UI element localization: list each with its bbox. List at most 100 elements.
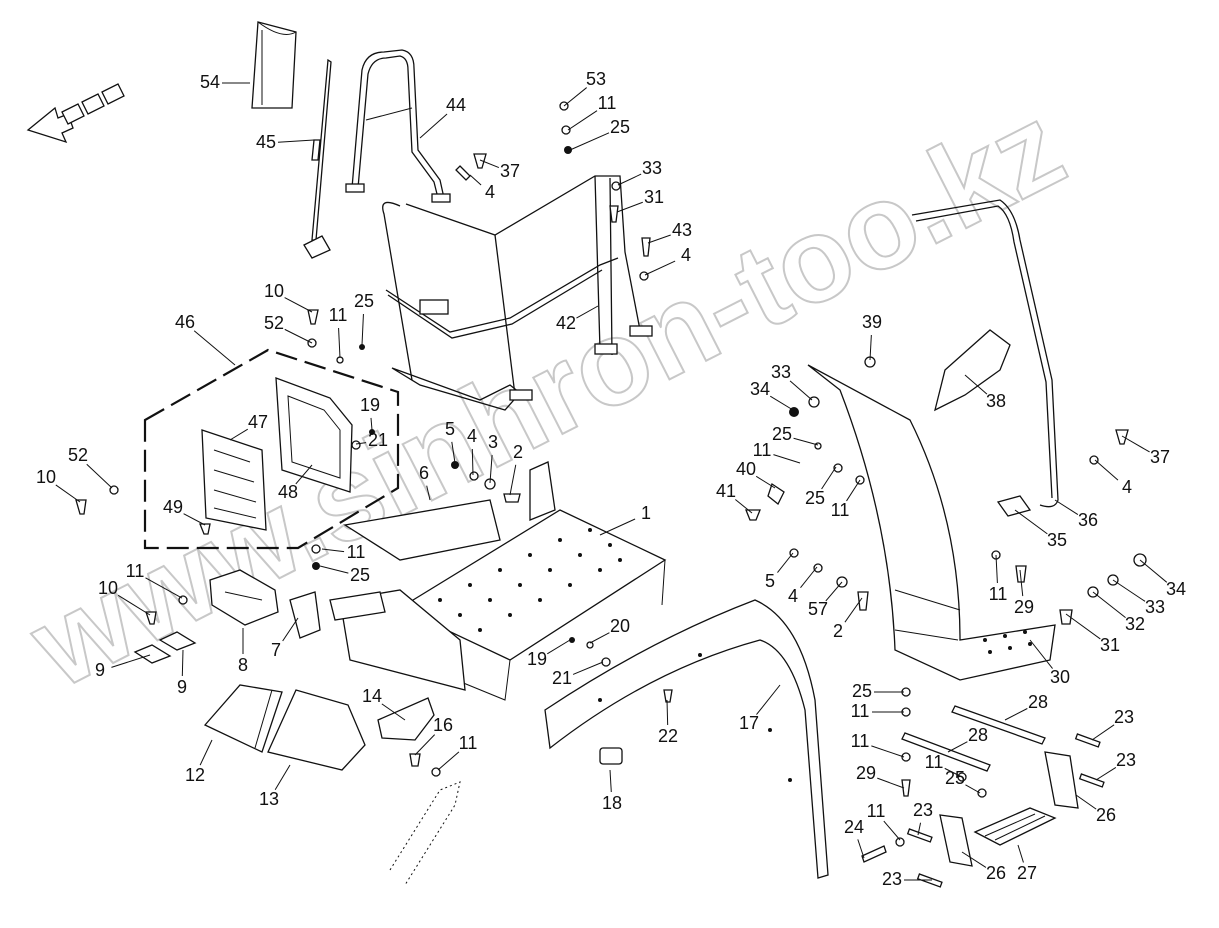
leader-c11e	[437, 751, 460, 771]
callout-c20: 20	[610, 616, 630, 636]
leader-c27	[1017, 844, 1024, 863]
callout-c38: 38	[986, 391, 1006, 411]
leader-c33a	[617, 173, 642, 186]
leader-c21b	[572, 661, 604, 675]
part-42-railing	[382, 175, 653, 411]
leader-c19b	[547, 639, 571, 655]
callout-c11i: 11	[851, 701, 870, 721]
leader-c25a	[569, 132, 610, 151]
leader-c38	[964, 374, 988, 395]
callout-c9a: 9	[95, 660, 105, 680]
callout-c34b: 34	[1166, 579, 1186, 599]
part-27-step	[973, 807, 1057, 846]
leader-c23b	[1095, 766, 1117, 781]
callout-c25c: 25	[350, 565, 370, 585]
leader-c24	[857, 839, 865, 859]
callout-c5b: 5	[765, 571, 775, 591]
callout-c11k: 11	[925, 752, 944, 772]
leader-c10c	[117, 594, 151, 616]
leader-c11f	[773, 454, 801, 464]
callout-c21b: 21	[552, 668, 572, 688]
callout-c25d: 25	[772, 424, 792, 444]
leader-c11g	[846, 479, 861, 502]
callout-c11h: 11	[989, 584, 1008, 604]
leader-c26a	[1075, 794, 1097, 810]
leader-c42	[576, 305, 599, 319]
leader-c28b	[947, 741, 968, 753]
part-18-light	[599, 747, 623, 765]
callout-c11c: 11	[347, 542, 366, 562]
callout-c10b: 10	[36, 467, 56, 487]
leader-c17	[756, 684, 781, 715]
leader-c4c	[471, 448, 474, 476]
part-8-bracket	[209, 569, 279, 626]
part-54-cover	[251, 21, 297, 109]
callout-c53: 53	[586, 69, 606, 89]
leader-c2b	[844, 597, 863, 623]
callout-c23a: 23	[1114, 707, 1134, 727]
callout-c11f: 11	[753, 440, 772, 460]
callout-c22: 22	[658, 726, 678, 746]
part-30-step-support	[807, 364, 1056, 681]
leader-c33b	[789, 380, 813, 401]
callout-c18: 18	[602, 793, 622, 813]
leader-c11a	[567, 110, 598, 131]
callout-c23d: 23	[882, 869, 902, 889]
callout-c25f: 25	[852, 681, 872, 701]
leader-c11d	[145, 577, 183, 599]
callout-c7: 7	[271, 640, 281, 660]
part-38-bracket	[934, 329, 1011, 412]
leader-c25d	[793, 437, 819, 446]
leader-c11k	[944, 767, 963, 778]
leader-c11j	[871, 745, 905, 758]
leader-c25e	[821, 466, 837, 490]
callout-c4a: 4	[485, 182, 495, 202]
callout-c23c: 23	[913, 800, 933, 820]
part-36-grab-rail	[911, 199, 1059, 508]
leader-c11l	[883, 820, 901, 841]
leader-c47	[229, 428, 249, 441]
leader-c34a	[770, 395, 794, 411]
callout-c11l: 11	[867, 801, 886, 821]
callout-c19b: 19	[527, 649, 547, 669]
callout-c44: 44	[446, 95, 466, 115]
leader-c11c	[321, 548, 345, 553]
callout-c37a: 37	[500, 161, 520, 181]
part-35-clip	[996, 495, 1032, 517]
callout-c23b: 23	[1116, 750, 1136, 770]
callout-c25g: 25	[945, 768, 965, 788]
leader-c29a	[1019, 569, 1024, 597]
leader-c46	[193, 330, 236, 366]
leader-c52a	[284, 328, 313, 344]
callout-c11b: 11	[329, 305, 348, 325]
callout-c31b: 31	[1100, 635, 1120, 655]
callout-c2a: 2	[513, 442, 523, 462]
callout-c34a: 34	[750, 379, 770, 399]
leader-c39	[869, 334, 872, 361]
callout-c28a: 28	[1028, 692, 1048, 712]
leader-c4a	[469, 174, 482, 186]
callout-c24: 24	[844, 817, 864, 837]
direction-arrow-icon	[26, 83, 125, 144]
part-23-shims	[906, 733, 1105, 888]
part-17-fender	[544, 599, 829, 879]
callout-c33c: 33	[1145, 597, 1165, 617]
fastener-bolts	[75, 153, 1129, 863]
callout-c3: 3	[488, 432, 498, 452]
part-9-plates	[133, 631, 197, 664]
callout-c28b: 28	[968, 725, 988, 745]
part-46-panel-group	[143, 348, 400, 550]
part-12-panel	[203, 684, 283, 753]
callout-c29a: 29	[1014, 597, 1034, 617]
leader-c3	[489, 454, 493, 484]
leader-c31b	[1065, 613, 1101, 640]
callout-c13: 13	[259, 789, 279, 809]
callout-c52a: 52	[264, 313, 284, 333]
leader-c23a	[1091, 724, 1115, 741]
callout-c31a: 31	[644, 187, 664, 207]
leader-c35	[1014, 509, 1048, 535]
leader-c53	[563, 87, 588, 107]
leader-c12	[199, 739, 213, 766]
leader-c11b	[338, 327, 341, 359]
